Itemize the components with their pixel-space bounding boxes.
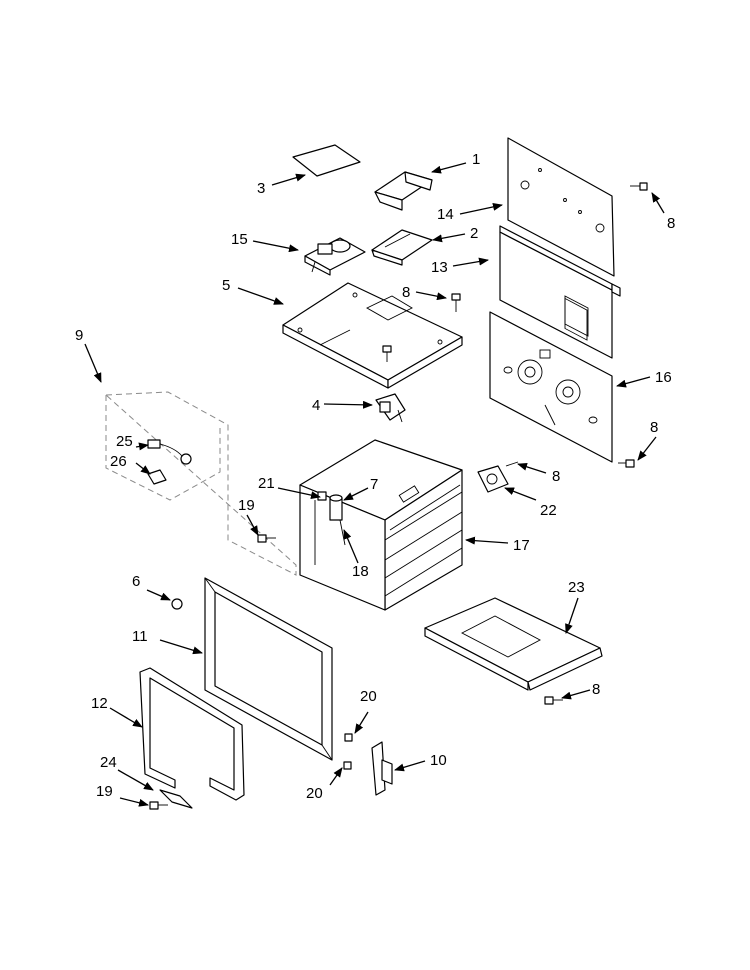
callout-11: 11: [132, 628, 148, 645]
screw-20-lower: [343, 761, 352, 770]
screw-8-top: [451, 293, 461, 312]
screw-tray: [382, 345, 392, 362]
callout-6: 6: [132, 573, 140, 590]
screw-20-upper: [344, 733, 353, 742]
part-22-gasket: [477, 461, 519, 493]
callout-4: 4: [312, 397, 320, 414]
part-11-door-frame: [204, 577, 333, 761]
part-17-oven-cavity: [299, 439, 463, 611]
screw-8-right: [618, 459, 635, 468]
callout-17: 17: [513, 537, 530, 554]
callout-7: 7: [370, 476, 378, 493]
callout-labels: 1 2 3 4 5 6 7 8 8 8 8 8 9 10 11 12 13 14…: [75, 151, 675, 802]
callout-9: 9: [75, 327, 83, 344]
part-26-clip: [147, 469, 167, 485]
part-14-rear-panel: [507, 137, 615, 277]
screw-8-upper-right: [630, 182, 648, 191]
callout-5: 5: [222, 277, 230, 294]
callout-22: 22: [540, 502, 557, 519]
callout-25: 25: [116, 433, 133, 450]
part-10-hinge-bracket: [371, 741, 393, 796]
callout-20-upper: 20: [360, 688, 377, 705]
callout-23: 23: [568, 579, 585, 596]
part-18-sensor: [339, 519, 346, 546]
part-7-element: [329, 494, 343, 521]
callout-2: 2: [470, 225, 478, 242]
callout-14: 14: [437, 206, 454, 223]
callout-19-lower: 19: [96, 783, 113, 800]
part-25-sensor: [147, 439, 192, 465]
callout-1: 1: [472, 151, 480, 168]
part-24-clip: [159, 789, 193, 809]
callout-26: 26: [110, 453, 127, 470]
callout-arrows: [84, 162, 665, 807]
part-16-rear-panel: [489, 311, 613, 463]
part-13-rear-panel: [499, 225, 621, 359]
callout-8-upper-right: 8: [667, 215, 675, 232]
screw-19-lower: [149, 801, 168, 810]
callout-20-lower: 20: [306, 785, 323, 802]
part-12-door-gasket: [139, 667, 245, 801]
part-9-group-outline: [104, 391, 297, 576]
callout-21: 21: [258, 475, 275, 492]
callout-8-middle: 8: [552, 468, 560, 485]
callout-19-upper: 19: [238, 497, 255, 514]
callout-3: 3: [257, 180, 265, 197]
callout-8-lower-right: 8: [592, 681, 600, 698]
screw-8-lower-right: [544, 696, 563, 705]
part-2-bracket: [371, 229, 433, 266]
part-15-blower-assembly: [304, 237, 366, 276]
part-1-bracket: [374, 171, 433, 211]
callout-8-top: 8: [402, 284, 410, 301]
callout-12: 12: [91, 695, 108, 712]
callout-10: 10: [430, 752, 447, 769]
part-23-tray: [424, 597, 603, 691]
part-5-top-tray: [282, 282, 463, 389]
part-21-screw: [317, 491, 327, 501]
screw-19-upper: [257, 534, 276, 543]
callout-18: 18: [352, 563, 369, 580]
callout-16: 16: [655, 369, 672, 386]
part-3-plate: [292, 144, 361, 177]
part-6-screw: [171, 598, 183, 610]
callout-8-right: 8: [650, 419, 658, 436]
callout-24: 24: [100, 754, 117, 771]
part-4-switch-bracket: [375, 393, 406, 423]
callout-15: 15: [231, 231, 248, 248]
callout-13: 13: [431, 259, 448, 276]
